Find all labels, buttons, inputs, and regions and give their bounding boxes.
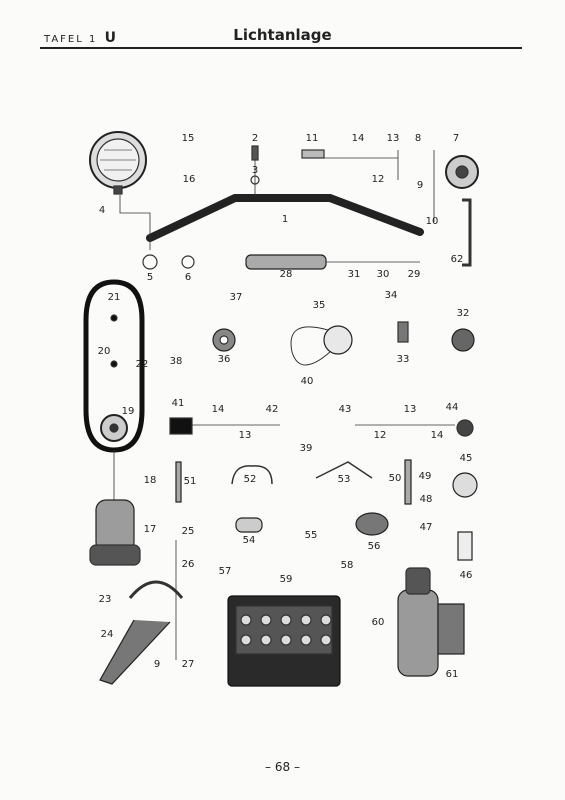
dynamo-illustration (89, 499, 141, 566)
part-number-label: 24 (101, 629, 114, 640)
plate-header: TAFEL 1 U (44, 30, 116, 46)
part-number-label: 36 (218, 354, 231, 365)
part-number-label: 5 (147, 272, 153, 283)
part-number-label: 56 (368, 541, 381, 552)
part-number-label: 21 (108, 292, 121, 303)
part-number-label: 14 (431, 430, 444, 441)
part-number-label: 49 (419, 471, 432, 482)
page-title: Lichtanlage (233, 26, 332, 44)
part-number-label: 38 (170, 356, 183, 367)
part-number-label: 58 (341, 560, 354, 571)
clamp-bracket-illustration (99, 580, 184, 685)
part-number-label: 32 (457, 308, 470, 319)
part-number-label: 8 (415, 133, 421, 144)
part-number-label: 23 (99, 594, 112, 605)
part-number-label: 27 (182, 659, 195, 670)
headlamp-illustration (89, 131, 147, 195)
part-number-label: 19 (122, 406, 135, 417)
battery-illustration (227, 595, 341, 687)
speedometer-illustration (290, 325, 353, 366)
part-number-label: 12 (372, 174, 385, 185)
part-number-label: 14 (352, 133, 365, 144)
part-number-label: 42 (266, 404, 279, 415)
part-number-label: 54 (243, 535, 256, 546)
part-number-label: 3 (252, 165, 258, 176)
part-number-label: 35 (313, 300, 326, 311)
part-number-label: 47 (420, 522, 433, 533)
part-number-label: 10 (426, 216, 439, 227)
part-number-label: 59 (280, 574, 293, 585)
part-number-label: 60 (372, 617, 385, 628)
part-number-label: 7 (453, 133, 459, 144)
part-number-label: 18 (144, 475, 157, 486)
part-number-label: 15 (182, 133, 195, 144)
part-number-label: 13 (404, 404, 417, 415)
plate-word: TAFEL (44, 34, 84, 45)
part-number-label: 11 (306, 133, 319, 144)
part-number-label: 9 (417, 180, 423, 191)
part-number-label: 6 (185, 272, 191, 283)
part-number-label: 37 (230, 292, 243, 303)
part-number-label: 16 (183, 174, 196, 185)
part-number-label: 51 (184, 476, 197, 487)
part-number-label: 25 (182, 526, 195, 537)
part-number-label: 50 (389, 473, 402, 484)
part-number-label: 22 (136, 359, 149, 370)
part-number-label: 40 (301, 376, 314, 387)
page-number: – 68 – (265, 760, 300, 774)
plate-letter: U (104, 30, 116, 46)
part-number-label: 20 (98, 346, 111, 357)
part-number-label: 61 (446, 669, 459, 680)
part-number-label: 33 (397, 354, 410, 365)
part-number-label: 1 (282, 214, 288, 225)
part-number-label: 2 (252, 133, 258, 144)
part-number-label: 29 (408, 269, 421, 280)
part-number-label: 28 (280, 269, 293, 280)
part-number-label: 39 (300, 443, 313, 454)
part-number-label: 12 (374, 430, 387, 441)
part-number-label: 43 (339, 404, 352, 415)
part-number-label: 45 (460, 453, 473, 464)
plate-number: 1 (89, 34, 98, 45)
part-number-label: 53 (338, 474, 351, 485)
part-number-label: 4 (99, 205, 105, 216)
part-number-label: 55 (305, 530, 318, 541)
part-number-label: 9 (154, 659, 160, 670)
part-number-label: 34 (385, 290, 398, 301)
part-number-label: 62 (451, 254, 464, 265)
starter-motor-illustration (397, 567, 465, 677)
part-number-label: 48 (420, 494, 433, 505)
part-number-label: 17 (144, 524, 157, 535)
rear-lamp-illustration (245, 254, 327, 270)
dynamo-belt-illustration (83, 279, 145, 453)
part-number-label: 44 (446, 402, 459, 413)
part-number-label: 13 (239, 430, 252, 441)
header-rule (40, 47, 522, 49)
part-number-label: 30 (377, 269, 390, 280)
lamp-bracket-illustration (146, 194, 424, 242)
part-number-label: 31 (348, 269, 361, 280)
part-number-label: 52 (244, 474, 257, 485)
part-number-label: 41 (172, 398, 185, 409)
part-number-label: 57 (219, 566, 232, 577)
part-number-label: 13 (387, 133, 400, 144)
horn-illustration (445, 155, 479, 189)
part-number-label: 26 (182, 559, 195, 570)
part-number-label: 14 (212, 404, 225, 415)
part-number-label: 46 (460, 570, 473, 581)
